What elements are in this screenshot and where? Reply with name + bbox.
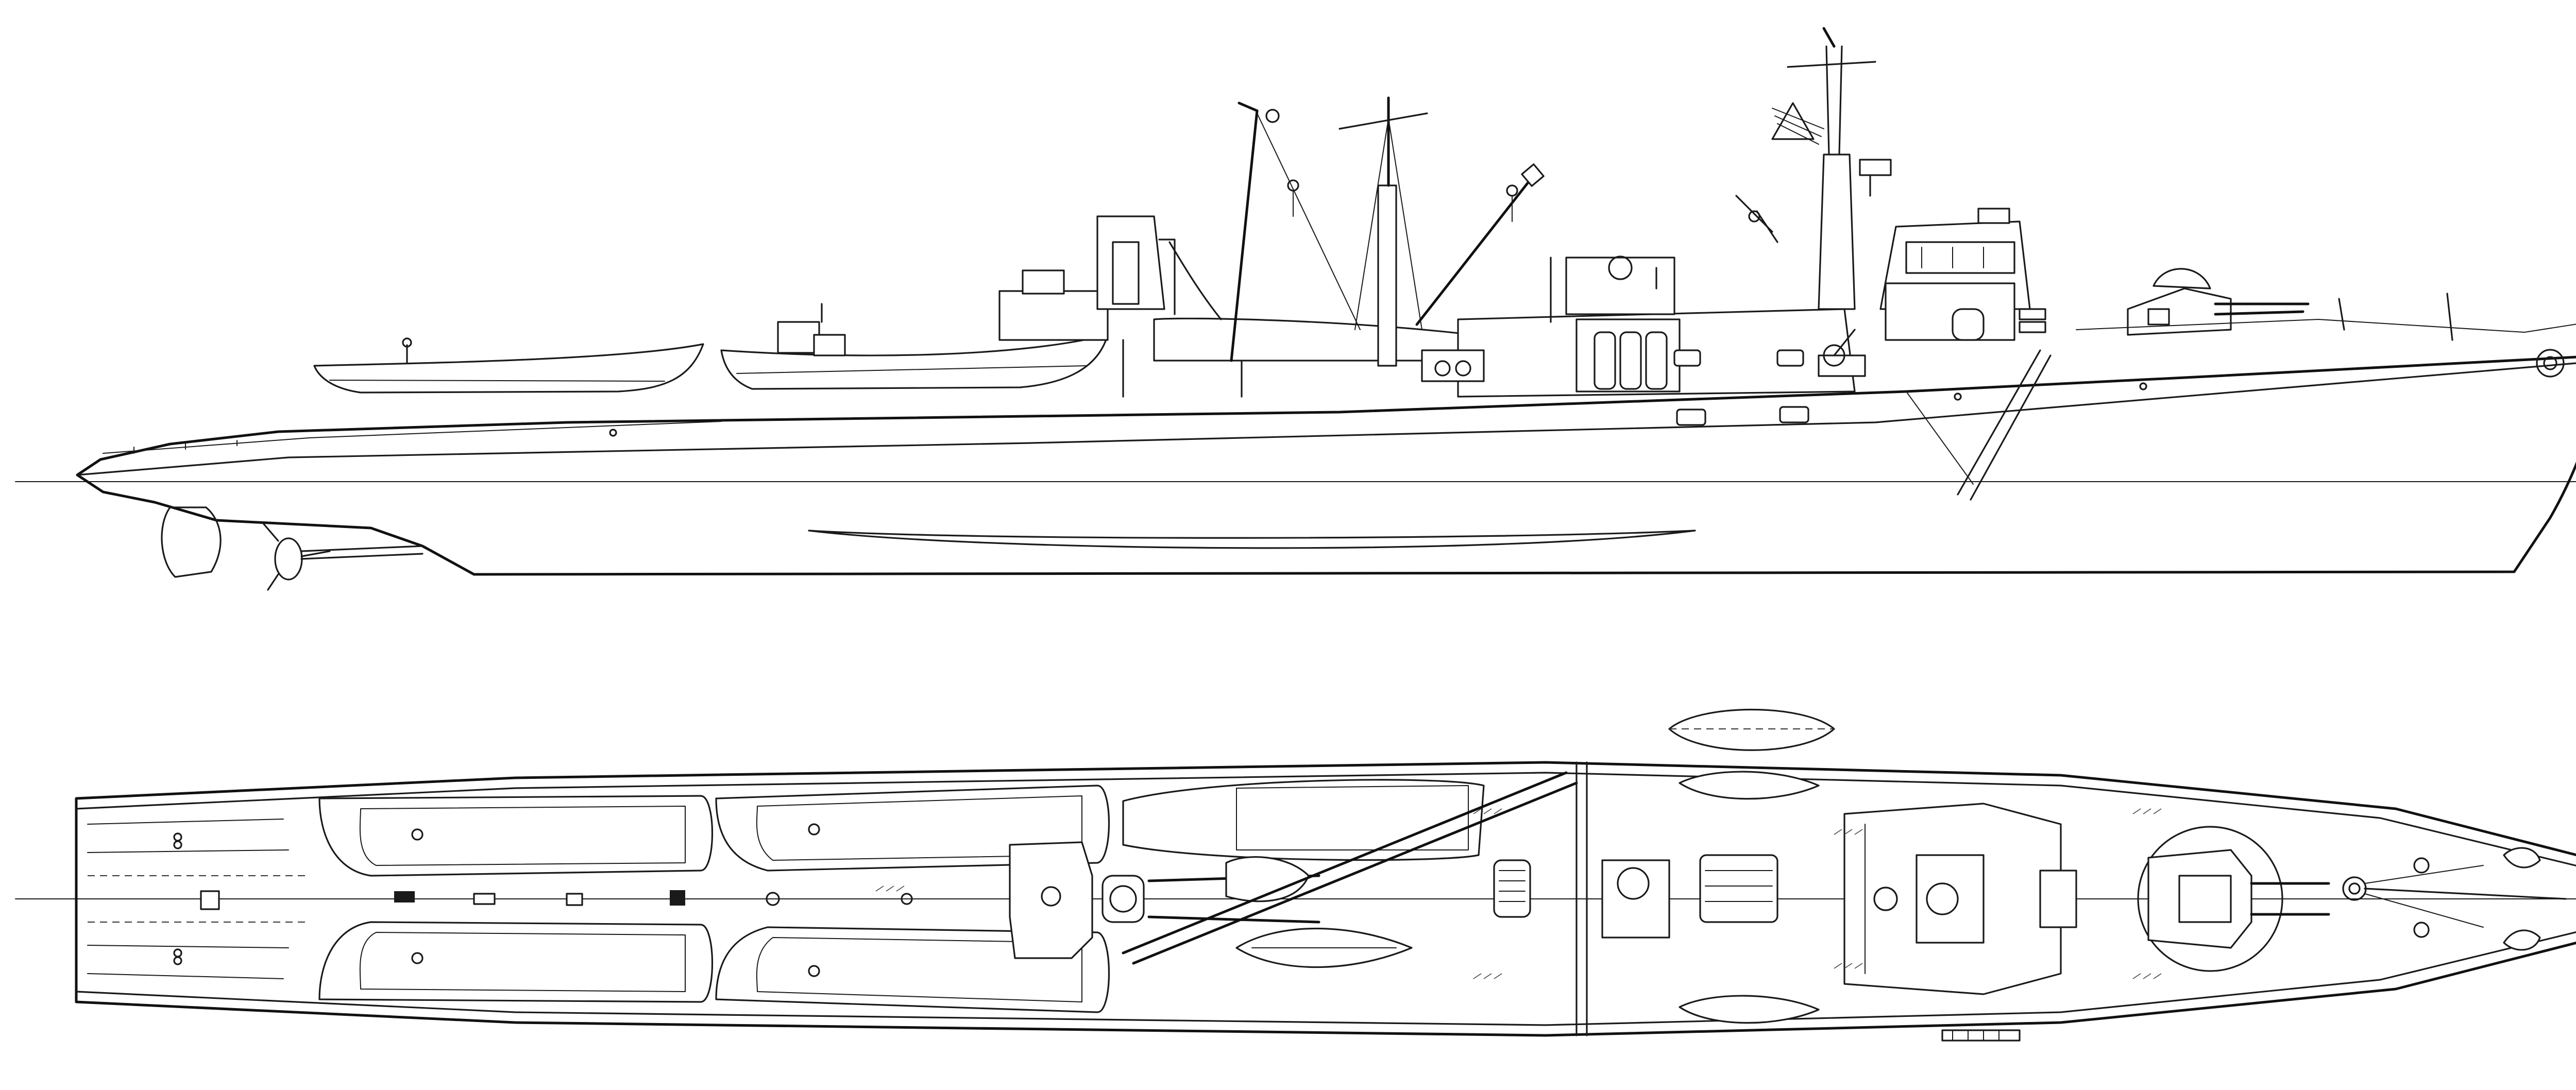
deck-crane-boom [1122,771,1578,965]
stern-rails [87,819,309,979]
centerline-fittings [394,890,913,906]
deck-plan-view [15,709,2576,1042]
forecastle-fittings [2342,847,2567,951]
torpedo-mount-aft-starboard [318,921,713,1003]
hull-profile [76,355,2576,576]
fore-mast [1771,27,1892,310]
side-elevation-view [15,27,2576,591]
aft-crane [1230,101,1361,362]
rails-fwd [2076,293,2576,341]
launch-boat-mid [720,303,1109,390]
torpedo-mount-aft-port [318,795,713,877]
rails-aft [103,421,722,454]
midships-gun-mount [1009,841,1320,959]
deck-hatching [875,808,2162,979]
deck-boat-starboard [1235,927,1413,968]
deck-boat-port [1122,779,1485,861]
depth-charge-racks [173,832,220,965]
overhanging-boat [1668,709,1835,751]
bridge-plan [1843,803,2077,995]
mid-superstructure [1421,256,1856,398]
fwd-boom [1415,163,1545,326]
propeller [262,522,423,591]
anchor [2536,349,2565,378]
bridge [1879,208,2046,341]
launch-boat-aft [313,337,704,394]
deck-outline [75,761,2576,1037]
bilge-keel [808,530,1696,549]
secondary-gun [1818,329,1866,377]
bridge-boats [1679,771,1820,1024]
aft-deckhouse [998,215,1475,398]
torpedo-mount-fwd-starboard [715,926,1110,1013]
main-gun-forward-plan [2137,826,2330,972]
radar-antenna [1735,195,1778,243]
rudder [161,506,222,578]
accommodation-ladder [1941,1029,2021,1042]
main-gun-forward [2127,268,2310,336]
midships-deckhouse [1493,761,1778,1036]
main-mast [1338,96,1428,367]
bridge-ladder [1906,349,2052,501]
portholes [609,382,2147,437]
